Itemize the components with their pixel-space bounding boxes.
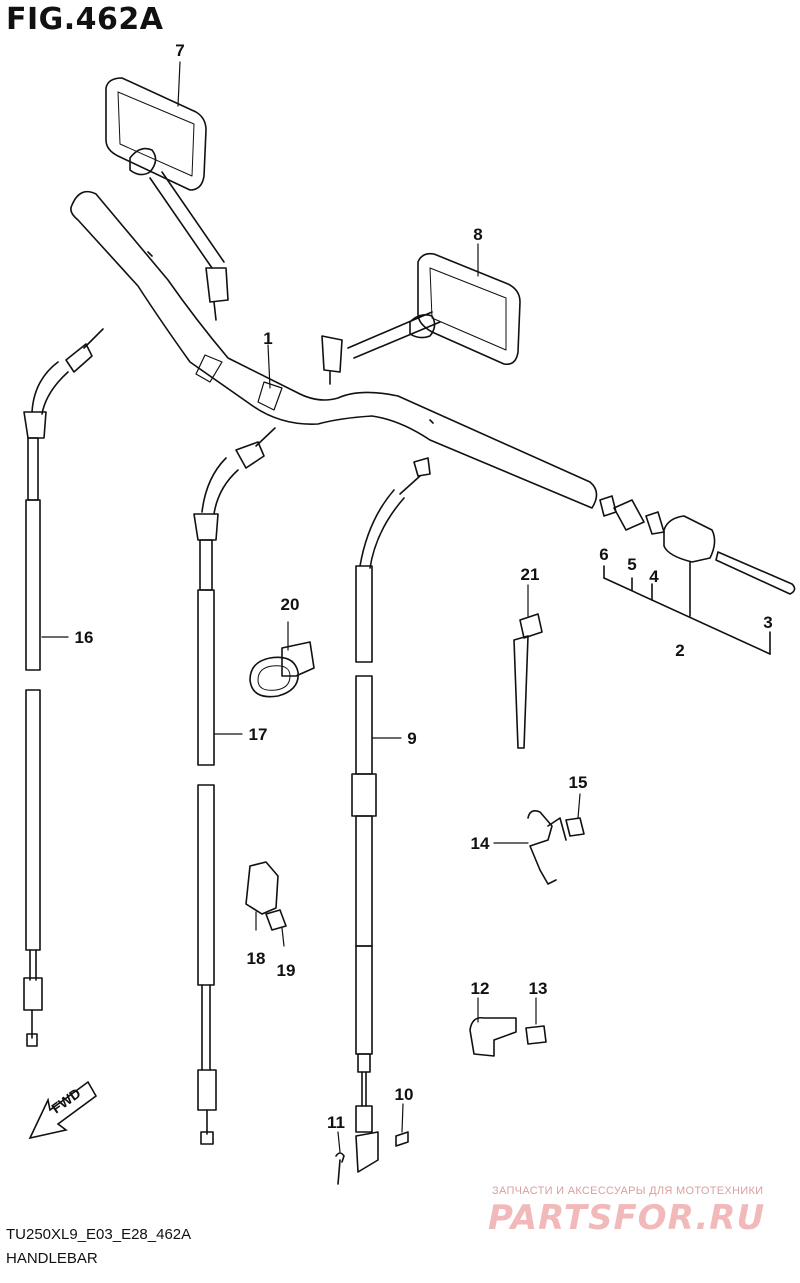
callout-5: 5 (627, 555, 636, 574)
callout-11: 11 (327, 1113, 345, 1132)
callout-16: 16 (75, 628, 94, 647)
callout-21: 21 (521, 565, 540, 584)
callout-6: 6 (599, 545, 608, 564)
watermark-brand: PARTSFOR.RU (488, 1198, 766, 1238)
callout-bracket-2 (603, 561, 771, 655)
callout-12: 12 (471, 979, 490, 998)
callout-numbers: 1 2 3 4 5 6 7 8 9 10 11 12 13 14 15 16 1… (75, 41, 773, 1132)
callout-15: 15 (569, 773, 588, 792)
callout-14: 14 (471, 834, 490, 853)
callout-13: 13 (529, 979, 548, 998)
callout-2: 2 (675, 641, 684, 660)
wire-holder-14 (527, 810, 585, 885)
callout-1: 1 (263, 329, 272, 348)
figure-subtitle: HANDLEBAR (6, 1250, 98, 1267)
bar-end-weight (599, 495, 796, 595)
cable-adjuster (335, 1131, 409, 1185)
leader-lines (41, 61, 581, 1153)
callout-17: 17 (249, 725, 268, 744)
fwd-arrow-icon: FWD (28, 1080, 98, 1140)
callout-8: 8 (473, 225, 482, 244)
callout-18: 18 (247, 949, 266, 968)
mirror-right (321, 252, 521, 385)
figure-title: FIG.462A (6, 2, 164, 37)
callout-4: 4 (649, 567, 659, 586)
handlebar (70, 190, 598, 509)
callout-9: 9 (407, 729, 416, 748)
mirror-left (105, 77, 229, 321)
model-code: TU250XL9_E03_E28_462A (6, 1226, 192, 1243)
callout-19: 19 (277, 961, 296, 980)
watermark-caption: ЗАПЧАСТИ И АКСЕССУАРЫ ДЛЯ МОТОТЕХНИКИ (492, 1185, 764, 1197)
cable-16 (23, 328, 104, 1047)
cable-9 (351, 457, 431, 1133)
clamp-18 (245, 861, 287, 931)
clamp-12 (469, 1016, 547, 1057)
cable-tie (513, 613, 543, 749)
callout-20: 20 (281, 595, 300, 614)
clamp-20 (249, 641, 315, 698)
callout-3: 3 (763, 613, 772, 632)
callout-10: 10 (395, 1085, 414, 1104)
callout-7: 7 (175, 41, 184, 60)
cable-17 (193, 427, 276, 1145)
